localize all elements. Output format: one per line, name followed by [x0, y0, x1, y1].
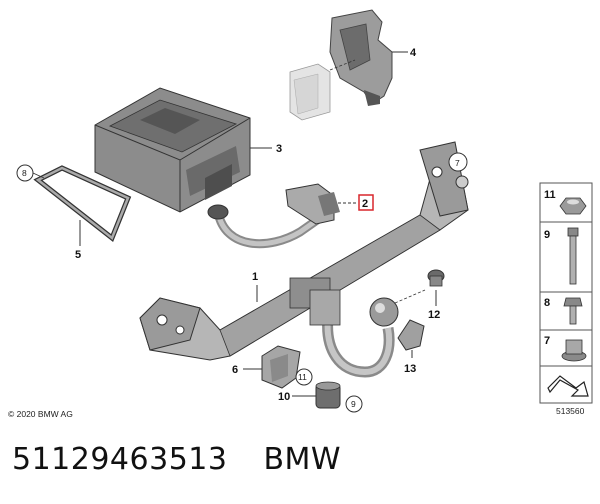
callout-2: 2	[362, 198, 368, 210]
callout-5: 5	[75, 249, 81, 261]
callout-6: 6	[232, 364, 238, 376]
callout-11-circle	[295, 368, 313, 386]
legend-label-8: 8	[544, 297, 550, 309]
part-1-crossmember[interactable]	[139, 141, 469, 361]
legend-screw-icon	[563, 297, 583, 325]
part-2-harness[interactable]	[207, 183, 340, 249]
callout-7-circle	[448, 152, 468, 172]
legend-arrow-icon	[547, 375, 589, 397]
callout-8: 8	[22, 168, 27, 178]
legend-label-9: 9	[544, 229, 550, 241]
legend-label-7: 7	[544, 335, 550, 347]
caption: 51129463513 BMW	[12, 442, 377, 477]
callout-9: 9	[351, 399, 356, 409]
part-ball-hook[interactable]	[309, 289, 399, 378]
callout-1: 1	[252, 271, 258, 283]
callout-4: 4	[410, 47, 417, 59]
part-6-bracket[interactable]	[261, 345, 301, 389]
copyright: © 2020 BMW AG	[8, 409, 73, 419]
part-4-bracket[interactable]	[329, 9, 393, 106]
legend-label-11: 11	[544, 189, 556, 201]
callout-13: 13	[404, 363, 416, 375]
part-12-cap[interactable]	[427, 269, 445, 287]
part-4-module[interactable]	[289, 63, 331, 121]
part-3-storage-tray[interactable]	[94, 87, 251, 213]
brand: BMW	[263, 442, 342, 477]
callout-9-circle	[345, 395, 363, 413]
part-13-clip[interactable]	[397, 319, 425, 351]
callout-3: 3	[276, 143, 282, 155]
legend-collar-nut-icon	[561, 339, 587, 362]
part-number: 51129463513	[12, 442, 228, 477]
callout-10: 10	[278, 391, 290, 403]
diagram-number: 513560	[556, 406, 585, 416]
callout-12: 12	[428, 309, 440, 321]
part-5-frame[interactable]	[33, 165, 132, 243]
callout-11: 11	[298, 372, 307, 382]
callout-7: 7	[455, 158, 460, 168]
part-10-sleeve[interactable]	[315, 381, 341, 409]
legend-panel	[539, 182, 593, 404]
legend-bolt-icon	[567, 227, 579, 285]
legend-nut-icon	[559, 197, 587, 215]
callout-2-box	[358, 194, 374, 211]
